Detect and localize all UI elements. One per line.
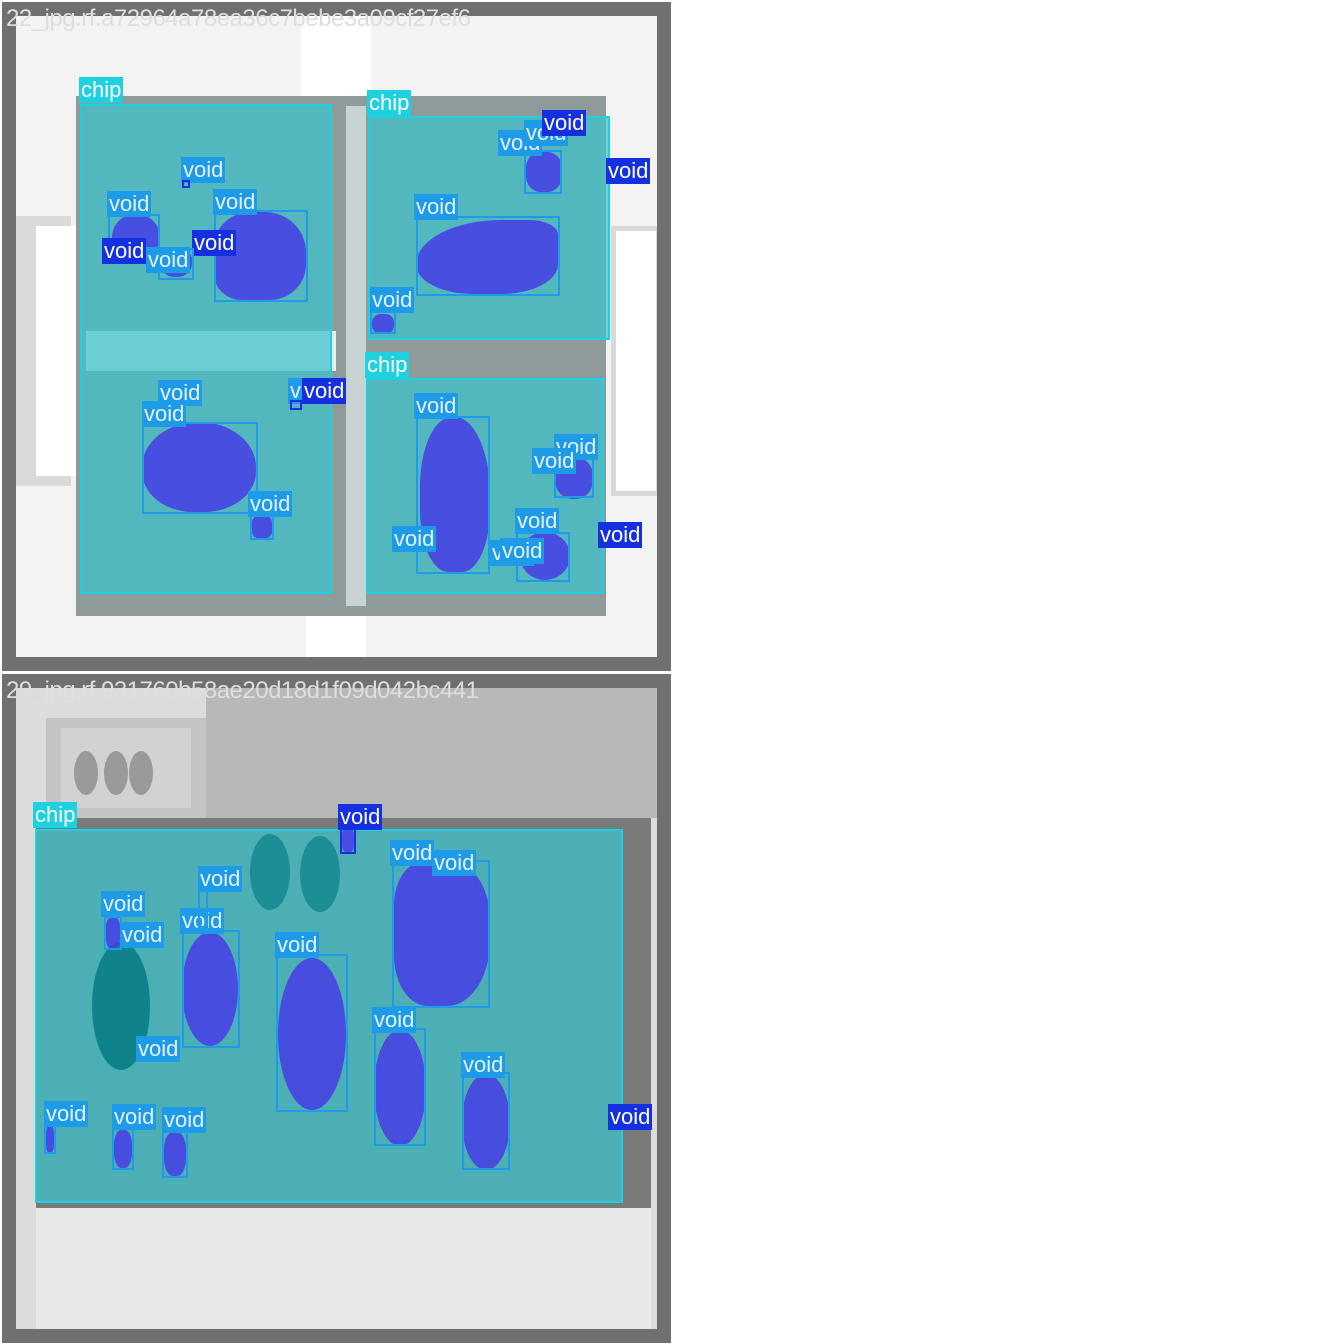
void-box xyxy=(290,400,302,410)
void-label: void xyxy=(461,1052,506,1078)
void-box xyxy=(524,150,562,194)
void-region xyxy=(394,862,490,1006)
void-label: void xyxy=(515,508,560,534)
void-region xyxy=(106,918,120,948)
image-filename: 29_jpg.rf.931760b58ae20d18d1f09d042bc441 xyxy=(6,677,479,704)
void-region xyxy=(342,828,354,852)
overlay-1: chip chip chip void void void void void … xyxy=(2,2,671,671)
void-box xyxy=(182,930,240,1048)
void-box xyxy=(462,1072,510,1170)
void-region xyxy=(46,1126,54,1152)
void-label: void xyxy=(136,1036,181,1062)
void-label: void xyxy=(302,378,347,404)
void-label: void xyxy=(146,247,191,273)
void-label: void xyxy=(414,194,459,220)
void-label: void xyxy=(142,401,187,427)
void-box xyxy=(374,1028,426,1146)
void-label: void xyxy=(120,922,165,948)
void-box xyxy=(182,180,190,188)
void-label: void xyxy=(542,110,587,136)
void-label: void xyxy=(180,908,225,934)
void-label: void xyxy=(608,1104,653,1130)
void-label: void xyxy=(102,238,147,264)
void-label: void xyxy=(181,157,226,183)
chip-label: chip xyxy=(367,90,412,116)
void-label: void xyxy=(338,804,383,830)
void-label: void xyxy=(112,1104,157,1130)
void-label: void xyxy=(158,380,203,406)
void-region xyxy=(164,1132,186,1176)
void-box xyxy=(370,310,396,334)
void-label: void xyxy=(432,850,477,876)
void-region xyxy=(372,314,394,334)
void-box xyxy=(142,422,258,514)
void-region xyxy=(114,1130,132,1168)
solder-region xyxy=(300,836,340,912)
void-box xyxy=(198,888,208,928)
detection-image-1: 22_jpg.rf.a72964a78ea36c7bebe3a09cf27ef6… xyxy=(2,2,671,671)
void-box xyxy=(44,1124,56,1154)
void-label: void xyxy=(162,1107,207,1133)
void-box xyxy=(112,1128,134,1170)
void-region xyxy=(462,1074,510,1170)
detection-image-2: 29_jpg.rf.931760b58ae20d18d1f09d042bc441… xyxy=(2,674,671,1343)
void-box xyxy=(250,514,274,540)
void-label: void xyxy=(532,448,577,474)
void-box xyxy=(340,826,356,854)
image-filename: 22_jpg.rf.a72964a78ea36c7bebe3a09cf27ef6 xyxy=(6,5,471,32)
void-label: void xyxy=(606,158,651,184)
chip-label: chip xyxy=(365,352,410,378)
void-region xyxy=(526,152,562,192)
solder-region xyxy=(250,834,290,910)
overlay-2: chip void void void void void void void … xyxy=(2,674,671,1343)
void-box xyxy=(392,860,490,1008)
void-label: void xyxy=(44,1101,89,1127)
void-region xyxy=(142,422,256,512)
void-region xyxy=(416,220,558,294)
void-region xyxy=(252,516,272,538)
void-label: void xyxy=(598,522,643,548)
void-label: void xyxy=(192,230,237,256)
void-region xyxy=(278,958,346,1110)
void-label: void xyxy=(414,393,459,419)
void-box xyxy=(276,954,348,1112)
void-box xyxy=(162,1130,188,1178)
chip-label: chip xyxy=(33,802,78,828)
void-region xyxy=(182,932,238,1046)
void-box xyxy=(416,216,560,296)
void-label: void xyxy=(198,866,243,892)
void-box xyxy=(214,210,308,302)
void-label: void xyxy=(372,1007,417,1033)
void-label: void xyxy=(107,191,152,217)
void-label: void xyxy=(248,491,293,517)
void-label: void xyxy=(213,189,258,215)
void-label: void xyxy=(101,891,146,917)
void-label: void xyxy=(500,538,545,564)
void-label: void xyxy=(275,932,320,958)
void-region xyxy=(214,212,306,300)
void-region xyxy=(374,1030,426,1146)
void-label: void xyxy=(390,840,435,866)
void-label: void xyxy=(392,526,437,552)
chip-label: chip xyxy=(79,77,124,103)
void-label: void xyxy=(370,287,415,313)
